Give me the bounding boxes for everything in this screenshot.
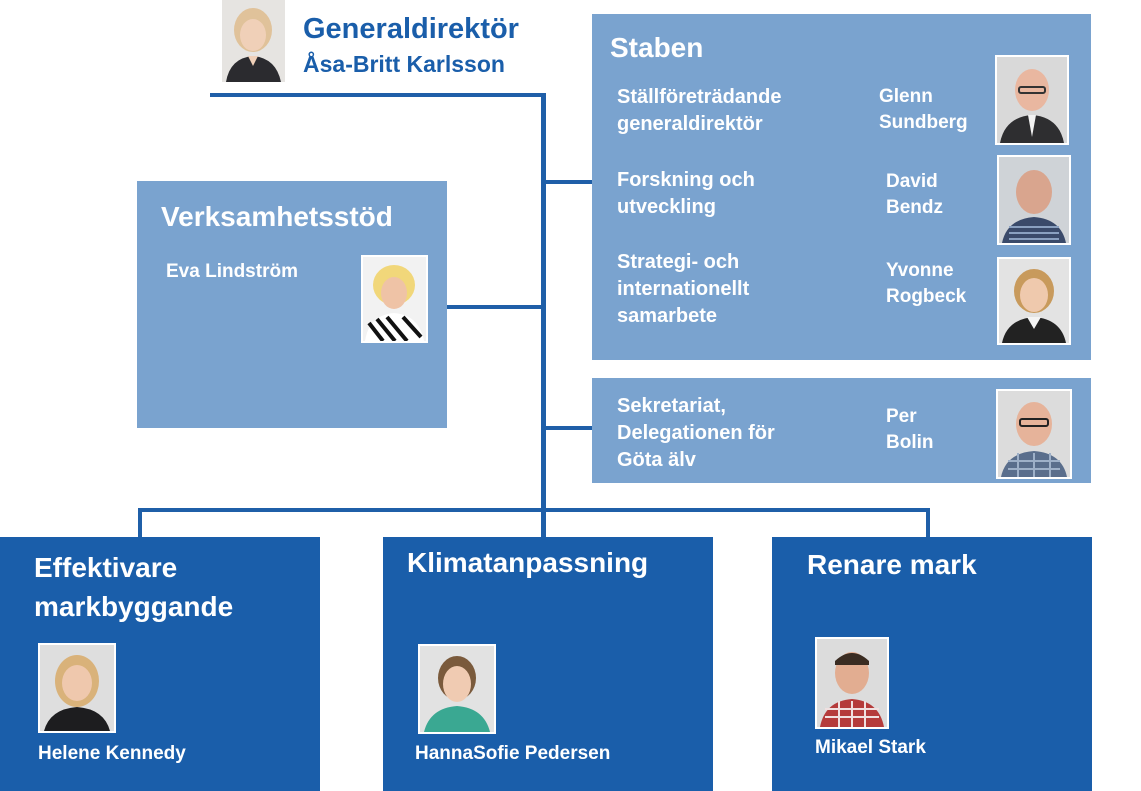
staben-photo-1 xyxy=(995,55,1069,145)
director-role: Generaldirektör xyxy=(303,13,519,45)
department-person-1: Helene Kennedy xyxy=(38,743,186,764)
sekretariat-photo xyxy=(996,389,1072,479)
connector-dept-right xyxy=(926,508,930,538)
sekretariat-function: Sekretariat, Delegationen för Göta älv xyxy=(617,395,775,471)
staben-photo-2 xyxy=(997,155,1071,245)
connector-dept-left xyxy=(138,508,142,538)
department-photo-2 xyxy=(418,644,496,734)
portrait-icon xyxy=(999,157,1069,243)
connector-main-vertical xyxy=(541,93,546,538)
portrait-icon xyxy=(998,391,1070,477)
staben-title: Staben xyxy=(610,32,704,63)
portrait-icon xyxy=(420,646,494,732)
staben-function-2: Forskning och utveckling xyxy=(617,169,755,218)
department-person-3: Mikael Stark xyxy=(815,737,926,758)
staben-function-1: Ställföreträdande generaldirektör xyxy=(617,86,782,135)
department-title-1: Effektivare markbyggande xyxy=(34,552,234,622)
director-photo xyxy=(222,0,285,82)
portrait-icon xyxy=(997,57,1067,143)
department-title-3: Renare mark xyxy=(807,549,977,580)
staben-person-2: David Bendz xyxy=(886,171,943,218)
verksamhetsstod-title: Verksamhetsstöd xyxy=(161,201,393,232)
connector-verksamhetsstod xyxy=(447,305,546,309)
sekretariat-person: Per Bolin xyxy=(886,406,934,453)
portrait-icon xyxy=(40,645,114,731)
director-name: Åsa-Britt Karlsson xyxy=(303,51,505,77)
verksamhetsstod-photo xyxy=(361,255,428,343)
verksamhetsstod-person: Eva Lindström xyxy=(166,261,298,282)
portrait-icon xyxy=(817,639,887,727)
staben-photo-3 xyxy=(997,257,1071,345)
staben-function-3: Strategi- och internationellt samarbete xyxy=(617,251,750,327)
department-photo-3 xyxy=(815,637,889,729)
staben-person-3: Yvonne Rogbeck xyxy=(886,260,967,307)
connector-staben xyxy=(541,180,593,184)
portrait-icon xyxy=(363,257,426,341)
department-person-2: HannaSofie Pedersen xyxy=(415,743,611,764)
portrait-icon xyxy=(999,259,1069,343)
connector-sekretariat xyxy=(541,426,593,430)
portrait-icon xyxy=(222,0,285,82)
department-photo-1 xyxy=(38,643,116,733)
staben-person-1: Glenn Sundberg xyxy=(879,86,968,133)
connector-director-horizontal xyxy=(210,93,546,97)
connector-departments-horizontal xyxy=(138,508,930,512)
department-title-2: Klimatanpassning xyxy=(407,547,649,578)
